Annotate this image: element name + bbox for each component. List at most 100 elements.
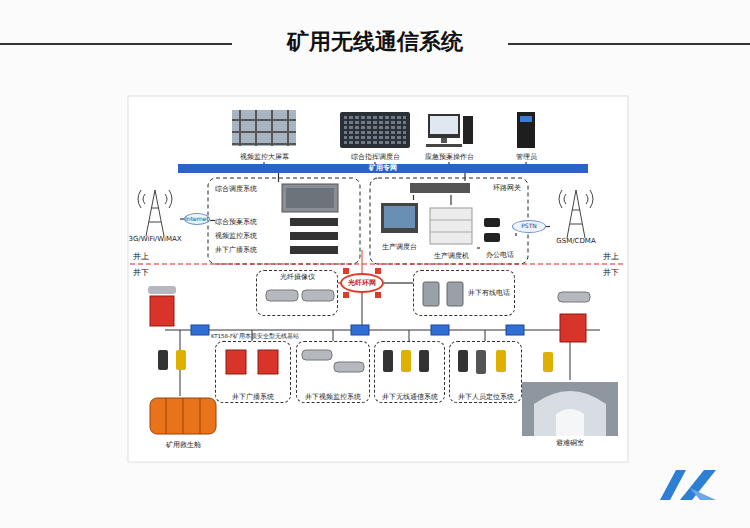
node-label: PSTN — [521, 223, 537, 230]
node-label: 综合指挥调度台 — [351, 153, 400, 161]
node-label: 井下人员定位系统 — [458, 393, 514, 401]
node-label: 应急预案操作台 — [425, 153, 474, 161]
refuge-chamber: 避难硐室 — [520, 378, 620, 448]
handset-icon — [419, 350, 429, 372]
chamber-door — [556, 409, 584, 436]
connector — [464, 173, 465, 181]
screen-wall: 视频监控大屏幕 — [228, 108, 300, 162]
ground-line — [130, 263, 626, 264]
red-cabinet — [150, 296, 174, 326]
connector — [477, 247, 480, 248]
annotation-label: 井上 — [603, 251, 619, 262]
rack-unit — [290, 246, 338, 254]
speaker-icon — [226, 350, 246, 374]
server-tower — [517, 112, 535, 148]
phone-icon — [484, 218, 500, 227]
connector — [413, 195, 414, 200]
ring-node — [375, 268, 381, 274]
subsystem-group: 井下视频监控系统 — [296, 341, 370, 403]
fiber-camera-group: 光纤摄像仪 — [256, 270, 338, 316]
cabinet-line — [430, 220, 472, 221]
rack-front — [286, 188, 334, 208]
radio-tower: GSM/CDMA — [550, 186, 602, 246]
keyboard — [426, 144, 462, 147]
logo-mark — [680, 470, 716, 500]
emergency-console: 应急预案操作台 — [418, 108, 480, 162]
node-label: 光纤摄像仪 — [280, 273, 315, 281]
node-label: 环路网关 — [493, 184, 521, 192]
handset-icon — [176, 350, 186, 370]
rack-unit — [282, 184, 338, 212]
console-body — [340, 112, 410, 148]
locator-icon — [496, 350, 506, 372]
rack-unit — [290, 232, 338, 240]
subsystem-group: 井下无线通信系统 — [374, 341, 445, 403]
dispatch-switch: 生产调度机 — [425, 205, 477, 261]
node-label: 生产调度台 — [382, 243, 417, 251]
bus-wire — [165, 330, 600, 331]
wired-phone-group: 井下有线电话 — [413, 270, 515, 316]
server-led — [520, 116, 532, 122]
connector — [210, 220, 215, 221]
connector — [515, 233, 516, 236]
monitor-stand — [441, 138, 447, 143]
wired-phone-icon — [447, 282, 463, 306]
node-label: 3G/WiFi/WiMAX — [128, 235, 181, 243]
wire — [180, 330, 570, 396]
server-rack: 井下广播系统 — [215, 244, 342, 256]
pstn-cloud: PSTN — [512, 220, 546, 233]
ring-node — [343, 292, 349, 298]
title-rule — [0, 43, 232, 45]
server-rack: 综合预案系统 — [215, 216, 342, 228]
monitor — [428, 114, 460, 138]
desk-screen — [384, 206, 415, 228]
cabinet-line — [430, 232, 472, 233]
wire — [362, 250, 363, 273]
node-label: 综合预案系统 — [215, 218, 257, 226]
picture-panel — [128, 96, 628, 462]
capsule-body — [150, 398, 216, 434]
logo-mark — [660, 470, 686, 500]
ring-node — [375, 292, 381, 298]
chamber-arch — [534, 391, 606, 436]
node-label: 井下广播系统 — [215, 246, 257, 254]
node-label: 避难硐室 — [556, 439, 584, 447]
node-label: 视频监控系统 — [215, 232, 257, 240]
wire — [362, 293, 363, 325]
locator-icon — [458, 350, 468, 372]
office-phone: 办公电话 — [480, 236, 520, 260]
fiber-ring: 光纤环网 — [340, 273, 384, 293]
monitor-screen — [430, 116, 458, 134]
switch-cabinet — [430, 208, 472, 244]
node-label: 井下视频监控系统 — [305, 393, 361, 401]
node-label: GSM/CDMA — [556, 237, 595, 245]
handset-icon — [543, 352, 553, 372]
camera-icon — [558, 292, 590, 302]
logo-mark — [690, 488, 716, 500]
connector — [278, 173, 279, 182]
handset-icon — [383, 350, 393, 372]
loop-gateway: 环路网关 — [405, 181, 525, 195]
subsystem-group: 井下人员定位系统 — [449, 341, 522, 403]
gateway-unit — [410, 183, 470, 193]
annotation-label: KT158-F矿用本质安全型无线基站 — [211, 333, 299, 340]
annotation-label: 井上 — [133, 251, 149, 262]
node-label: 办公电话 — [486, 251, 514, 259]
group-outline — [370, 178, 528, 264]
speaker-icon — [258, 350, 278, 374]
phone-icon — [484, 233, 500, 242]
node-label: 管理员 — [516, 153, 537, 161]
node-label: 井下无线通信系统 — [382, 393, 438, 401]
handset-icon — [401, 350, 411, 372]
node-label: 视频监控大屏幕 — [240, 153, 289, 161]
title-rule — [508, 43, 750, 45]
camera-icon — [266, 290, 298, 301]
diagram-title: 矿用无线通信系统 — [0, 27, 750, 57]
node-label: 综合调度系统 — [215, 185, 257, 193]
console-keys — [344, 116, 406, 144]
node-label: 井下广播系统 — [232, 393, 274, 401]
chamber-wall — [522, 382, 618, 436]
camera-icon — [302, 290, 334, 301]
connector — [546, 226, 550, 227]
